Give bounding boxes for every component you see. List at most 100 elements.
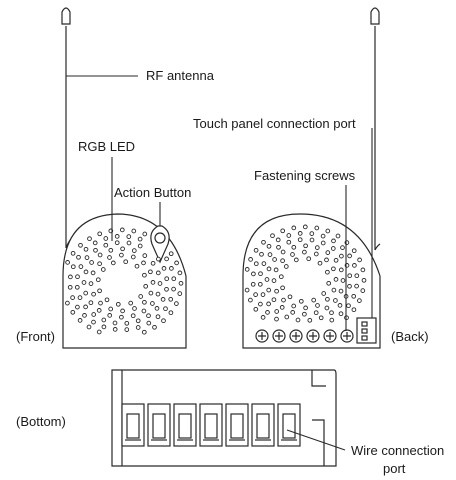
speaker-dot [130,313,136,319]
speaker-dot [253,292,258,297]
speaker-dot [329,317,335,323]
speaker-dot [251,271,256,277]
speaker-dot [88,281,94,286]
speaker-dot [275,237,281,243]
wire-terminal-slot [256,413,270,439]
speaker-dot [324,257,329,263]
speaker-dot [148,269,153,275]
speaker-dot [273,267,279,273]
speaker-dot [168,251,174,257]
speaker-dot [92,240,98,246]
speaker-dot [115,301,121,307]
speaker-dot [261,239,266,245]
speaker-dot [70,295,75,300]
speaker-dot [141,308,147,314]
speaker-dot [67,284,73,290]
speaker-dot [271,278,277,283]
label-wire-port-line1: Wire connection [351,443,445,458]
speaker-dot [107,313,113,318]
speaker-dot [142,253,148,258]
speaker-dot [280,249,286,255]
label-rf-antenna: RF antenna [146,68,214,83]
speaker-dot [70,264,76,270]
wire-terminal-slot [230,413,244,439]
speaker-dot [266,243,272,249]
speaker-dot [104,297,110,303]
speaker-dot [351,307,357,313]
speaker-dot [253,261,259,267]
speaker-dot [171,286,176,292]
speaker-dot [164,276,170,282]
speaker-dot [141,329,147,335]
speaker-dot [258,301,263,307]
speaker-dot [155,270,161,276]
speaker-dot [156,256,161,262]
speaker-dot [131,248,137,253]
speaker-dot [100,267,106,272]
speaker-dot [177,270,183,276]
speaker-dot [150,260,156,266]
speaker-dot [65,260,70,265]
speaker-dot [154,306,160,311]
speaker-dot [91,291,96,297]
speaker-dot [244,287,250,293]
speaker-dot [95,277,101,283]
speaker-dot [311,297,317,303]
front-speaker-dots [65,227,184,335]
speaker-dot [174,301,179,306]
speaker-dot [338,311,344,317]
speaker-dot [314,225,320,231]
speaker-dot [297,231,303,236]
speaker-dot [326,280,332,286]
speaker-dot [360,267,366,273]
wire-terminal-slot [178,413,192,439]
speaker-dot [83,304,88,310]
speaker-dot [333,298,338,303]
speaker-dot [258,271,263,277]
speaker-dot [317,260,323,266]
wire-terminal-slot [152,413,166,439]
speaker-dot [331,238,336,244]
screw-slot [343,332,351,340]
speaker-dot [259,251,264,257]
speaker-dot [250,281,256,287]
speaker-dot [330,246,336,251]
speaker-dot [90,270,96,276]
speaker-dot [91,312,97,317]
speaker-dot [331,266,336,272]
speaker-dot [280,258,285,264]
speaker-dot [89,260,94,265]
speaker-dot [339,253,344,259]
speaker-dot [70,250,76,256]
speaker-dot [78,242,83,248]
speaker-dot [354,273,360,279]
speaker-dot [361,277,367,283]
speaker-dot [84,255,90,260]
speaker-dot [338,267,344,273]
speaker-dot [88,300,94,306]
wire-terminal-slot [204,413,218,439]
speaker-dot [286,233,292,238]
speaker-dot [248,297,253,303]
speaker-dot [97,252,103,258]
speaker-dot [302,249,307,255]
speaker-dot [112,327,118,332]
speaker-dot [309,237,315,243]
speaker-dot [276,244,281,250]
speaker-dot [314,245,320,250]
speaker-dot [101,324,107,330]
speaker-dot [337,303,343,308]
speaker-dot [123,259,129,265]
speaker-dot [307,317,313,323]
speaker-dot [75,274,80,280]
speaker-dot [174,260,179,266]
speaker-dot [274,316,279,322]
speaker-dot [83,269,89,275]
speaker-dot [138,294,144,299]
bottom-module [111,369,337,467]
label-bottom: (Bottom) [16,414,66,429]
speaker-dot [97,231,103,237]
screw-slot [292,332,300,340]
